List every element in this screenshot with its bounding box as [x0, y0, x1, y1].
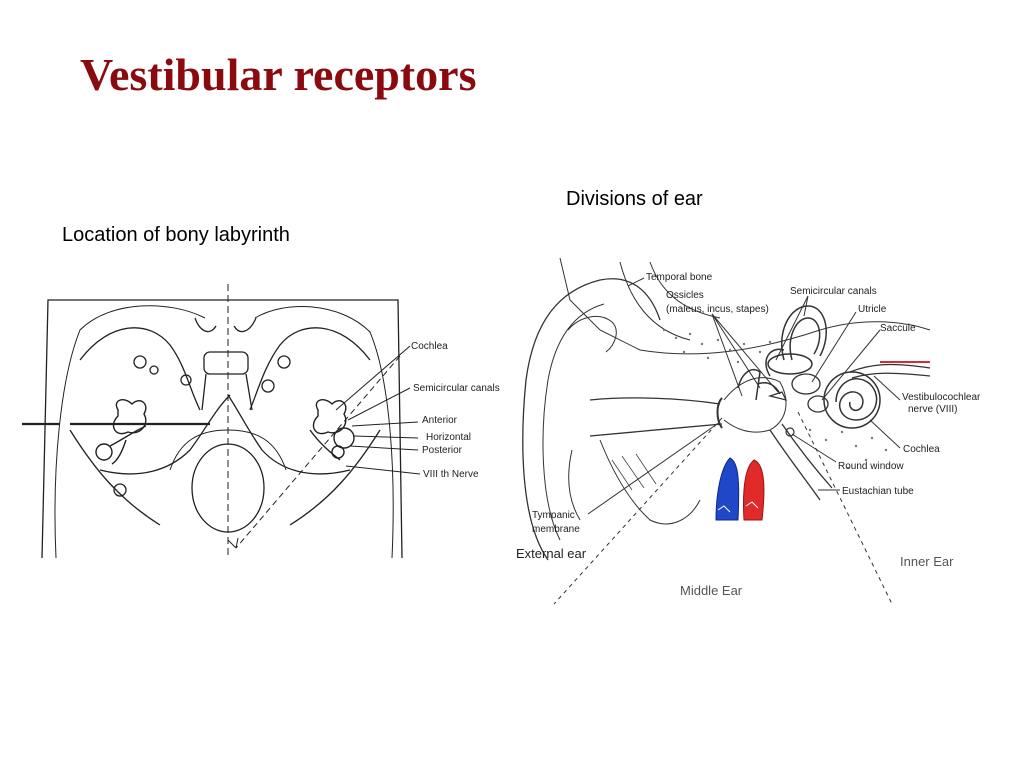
bony-labyrinth-caption: Location of bony labyrinth — [62, 224, 290, 246]
divisions-caption: Divisions of ear — [566, 188, 703, 210]
label-ossicles-detail: (maleus, incus, stapes) — [666, 304, 769, 315]
label-semicircular-canals-ear: Semicircular canals — [790, 286, 877, 297]
label-horizontal: Horizontal — [426, 432, 471, 443]
label-temporal-bone: Temporal bone — [646, 272, 713, 283]
label-ossicles: Ossicles — [666, 290, 704, 301]
label-viii-nerve: VIII th Nerve — [423, 469, 479, 480]
slide-title: Vestibular receptors — [80, 49, 477, 100]
label-round-window: Round window — [838, 461, 904, 472]
label-anterior: Anterior — [422, 415, 458, 426]
ear-diagram — [522, 257, 931, 605]
label-inner-ear: Inner Ear — [900, 554, 954, 569]
label-utricle: Utricle — [858, 304, 887, 315]
label-vestibulocochlear-2: nerve (VIII) — [908, 404, 957, 415]
cochlea-spiral — [823, 371, 881, 429]
label-saccule: Saccule — [880, 323, 916, 334]
label-vestibulocochlear-1: Vestibulocochlear — [902, 392, 981, 403]
skull-base-diagram — [22, 284, 421, 559]
left-labyrinth — [95, 399, 147, 465]
label-posterior: Posterior — [422, 445, 463, 456]
label-external-ear: External ear — [516, 546, 587, 561]
label-cochlea-ear: Cochlea — [903, 444, 940, 455]
label-tympanic-2: membrane — [532, 524, 580, 535]
label-middle-ear: Middle Ear — [680, 583, 743, 598]
label-semicircular-canals: Semicircular canals — [413, 383, 500, 394]
right-labyrinth — [309, 399, 355, 461]
label-eustachian-tube: Eustachian tube — [842, 486, 914, 497]
label-tympanic-1: Tympanic — [532, 510, 575, 521]
label-cochlea: Cochlea — [411, 341, 448, 352]
